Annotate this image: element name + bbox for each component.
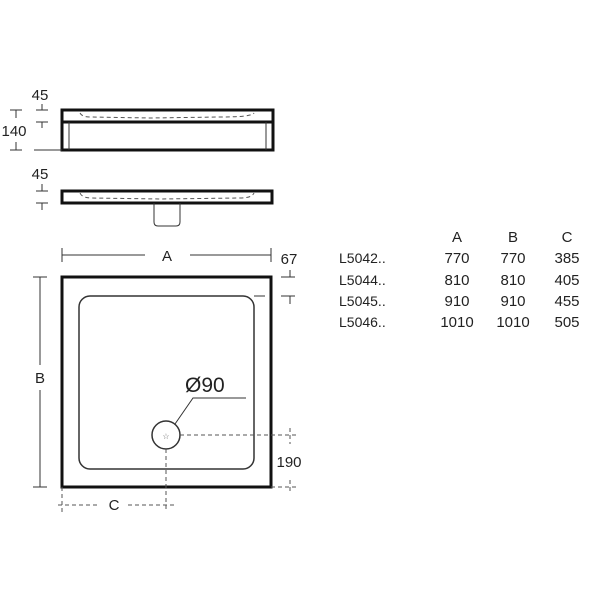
size-table: A B C L5042.. 770 770 385 L5044.. 810 81… <box>339 229 580 331</box>
basin-outline <box>78 295 255 470</box>
waste-pipe <box>153 203 181 227</box>
row-code: L5044.. <box>339 272 386 288</box>
table-row: L5046.. 1010 1010 505 <box>339 314 580 331</box>
side-elevation-flat: 45 <box>32 166 274 227</box>
row-a: 770 <box>444 250 469 267</box>
table-row: L5042.. 770 770 385 <box>339 250 580 267</box>
row-a: 910 <box>444 293 469 310</box>
dim-140-ticks <box>10 109 22 151</box>
dim-b-line <box>33 276 47 488</box>
tray-side-outline <box>60 108 275 152</box>
dim-c: C <box>109 497 120 514</box>
dim-diameter: Ø90 <box>185 374 225 397</box>
dim-45-bottom: 45 <box>32 166 49 183</box>
table-row: L5045.. 910 910 455 <box>339 293 580 310</box>
dim-45-ticks <box>36 104 48 128</box>
drain-center-icon: ☆ <box>162 432 169 441</box>
dim-67: 67 <box>281 251 298 268</box>
dim-140: 140 <box>1 123 26 140</box>
row-a: 1010 <box>440 314 473 331</box>
dim-b: B <box>35 370 45 387</box>
row-b: 810 <box>500 272 525 289</box>
table-row: L5044.. 810 810 405 <box>339 272 580 289</box>
dim-a: A <box>162 248 172 265</box>
header-a: A <box>452 229 462 246</box>
dim-a-line <box>61 248 272 262</box>
row-a: 810 <box>444 272 469 289</box>
basin-profile <box>79 112 255 119</box>
row-b: 910 <box>500 293 525 310</box>
dim-190: 190 <box>276 454 301 471</box>
row-b: 770 <box>500 250 525 267</box>
diameter-leader <box>174 397 246 425</box>
row-code: L5046.. <box>339 314 386 330</box>
header-c: C <box>562 229 573 246</box>
row-b: 1010 <box>496 314 529 331</box>
tray-plan-outline <box>60 275 273 489</box>
row-c: 385 <box>554 250 579 267</box>
row-code: L5042.. <box>339 250 386 266</box>
row-c: 505 <box>554 314 579 331</box>
header-b: B <box>508 229 518 246</box>
row-c: 405 <box>554 272 579 289</box>
plan-view: ☆ Ø90 A 67 B 190 C <box>33 248 302 514</box>
row-code: L5045.. <box>339 293 386 309</box>
row-c: 455 <box>554 293 579 310</box>
side-elevation-with-legs: 45 140 <box>1 87 275 152</box>
tray-flat-outline <box>60 189 274 205</box>
dim-45-top: 45 <box>32 87 49 104</box>
